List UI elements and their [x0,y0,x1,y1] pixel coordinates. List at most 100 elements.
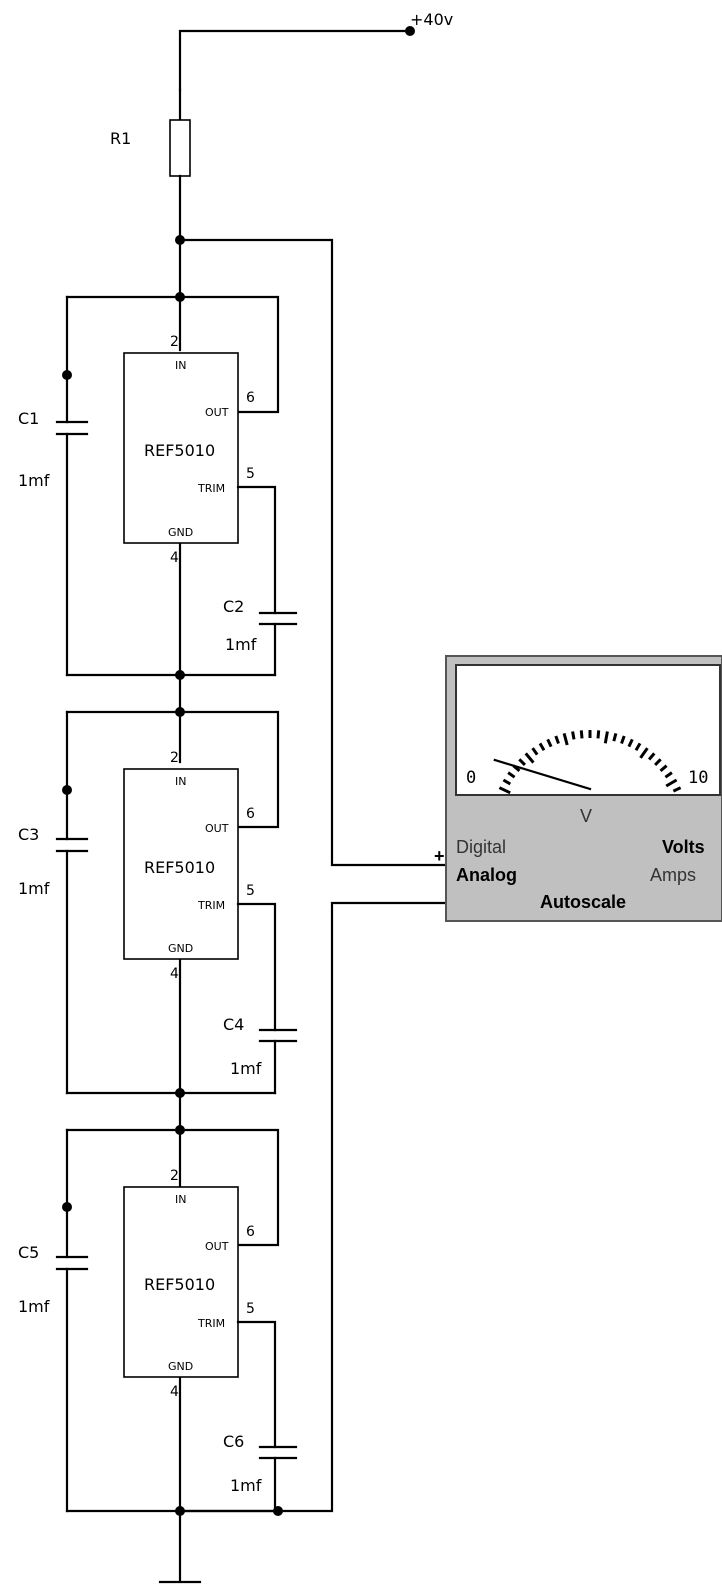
meter-tick [531,747,539,756]
meter-scale-ticks [498,730,682,795]
capacitor-c2-label: C2 [223,597,244,616]
ic-ref5010-3[interactable] [123,1186,239,1378]
capacitor-c1-label: C1 [18,409,39,428]
pin-label-in: IN [175,1193,186,1206]
meter-unit-label: V [580,806,592,826]
meter-scale-max: 10 [688,768,708,788]
resistor-label: R1 [110,129,131,148]
pin-number: 2 [170,750,179,766]
capacitor-c6-label: C6 [223,1432,244,1451]
pin-number: 2 [170,334,179,350]
regulator-block-2: C3 1mf 2 IN 6 OUT REF5010 5 TRIM GND 4 C… [18,707,298,1098]
meter-tick [659,764,668,773]
meter-tick [554,735,560,745]
meter-tick [562,733,569,746]
pin-number: 5 [246,883,255,899]
resistor-r1[interactable]: R1 [110,88,191,242]
meter-tick [524,752,535,764]
capacitor-c5-value: 1mf [18,1297,50,1316]
meter-tick [502,778,512,786]
meter-tick [665,778,678,788]
meter-tick [627,738,634,748]
capacitor-c1-value: 1mf [18,471,50,490]
pin-number: 4 [170,550,179,566]
regulator-block-3: C5 1mf 2 IN 6 OUT REF5010 5 TRIM GND 4 C… [18,1125,298,1516]
pin-label-gnd: GND [168,1360,193,1373]
capacitor-c4-value: 1mf [230,1059,262,1078]
meter-tick [654,758,662,766]
meter-mode-analog[interactable]: Analog [456,865,517,885]
pin-label-in: IN [175,359,186,372]
meter-tick [579,730,584,739]
supply-label: +40v [410,10,453,29]
junction [273,1506,283,1516]
junction [175,1506,185,1516]
junction [175,292,185,302]
junction [62,785,72,795]
meter-range-volts[interactable]: Volts [662,837,705,857]
voltmeter[interactable]: 0 10 V + Digital Analog Volts Amps Autos… [434,655,722,922]
ic-ref5010-1[interactable] [123,352,239,544]
capacitor-c3-label: C3 [18,825,39,844]
pin-label-out: OUT [205,1240,229,1253]
capacitor-c6-value: 1mf [230,1476,262,1495]
capacitor-c4-label: C4 [223,1015,244,1034]
pin-number: 5 [246,466,255,482]
meter-tick [612,733,618,742]
junction [175,707,185,717]
meter-tick [634,742,642,752]
junction [175,1088,185,1098]
meter-mode-digital[interactable]: Digital [456,837,506,857]
meter-tick [596,730,601,739]
regulator-block-1: C1 1mf 2 IN 6 OUT REF5010 5 TRIM GND 4 C… [18,292,298,680]
pin-label-trim: TRIM [197,1317,225,1330]
meter-tick [538,742,546,752]
supply-net: +40v [178,10,453,92]
main-wiring [158,235,448,1584]
pin-number: 6 [246,806,255,822]
pin-number: 6 [246,1224,255,1240]
junction [175,1125,185,1135]
meter-tick [571,731,576,740]
junction [175,670,185,680]
meter-needle [493,758,592,791]
meter-tick [518,758,526,766]
pin-label-trim: TRIM [197,482,225,495]
meter-tick [546,738,553,748]
meter-tick [664,771,673,779]
pin-label-gnd: GND [168,526,193,539]
junction [62,370,72,380]
pin-label-out: OUT [205,822,229,835]
meter-tick [647,752,656,761]
meter-scale-min: 0 [466,768,476,788]
pin-number: 6 [246,390,255,406]
pin-number: 4 [170,966,179,982]
pin-label-in: IN [175,775,186,788]
ic-ref5010-2[interactable] [123,768,239,960]
pin-label-gnd: GND [168,942,193,955]
supply-terminal[interactable] [405,26,415,36]
capacitor-c5-label: C5 [18,1243,39,1262]
pin-label-trim: TRIM [197,899,225,912]
meter-tick [498,786,511,795]
pin-number: 2 [170,1168,179,1184]
pin-number: 5 [246,1301,255,1317]
pin-label-out: OUT [205,406,229,419]
ic-part-label: REF5010 [144,441,215,460]
ic-part-label: REF5010 [144,1275,215,1294]
meter-tick [620,735,626,745]
meter-tick [672,786,682,793]
meter-tick [603,731,609,744]
capacitor-c2-value: 1mf [225,635,257,654]
meter-tick [507,771,516,779]
meter-face [455,664,721,796]
capacitor-c3-value: 1mf [18,879,50,898]
ic-part-label: REF5010 [144,858,215,877]
junction [62,1202,72,1212]
meter-tick [639,747,649,759]
meter-plus-terminal[interactable]: + [434,846,445,866]
meter-range-amps[interactable]: Amps [650,865,696,885]
meter-autoscale[interactable]: Autoscale [540,892,626,912]
pin-number: 4 [170,1384,179,1400]
